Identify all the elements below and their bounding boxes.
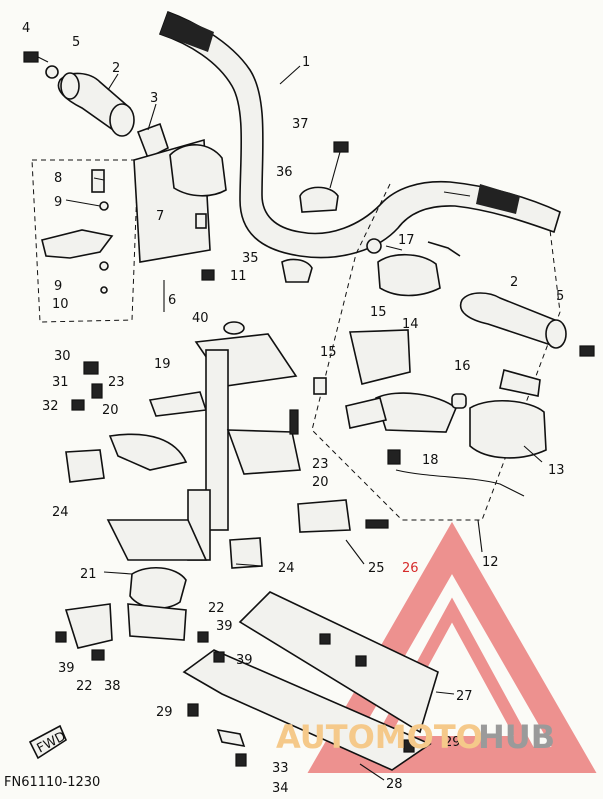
bolt-4 (23, 51, 49, 63)
part-number: 33 (272, 761, 289, 776)
part-number: 20 (312, 475, 329, 490)
part-number: 25 (368, 561, 385, 576)
forward-direction-badge: FWD (28, 724, 68, 760)
upper-clamp-36 (299, 186, 339, 213)
part-number: 39 (216, 619, 233, 634)
part-number: 7 (156, 209, 164, 224)
part-number: 29 (444, 735, 461, 750)
left-grip (57, 72, 135, 137)
clamp-24-right (229, 537, 263, 569)
part-number: 2 (112, 61, 120, 76)
watermark-part1: AUTOMOTO (276, 718, 483, 756)
part-number: 22 (208, 601, 225, 616)
part-number: 30 (54, 349, 71, 364)
panel-27 (238, 591, 439, 734)
part-number: 20 (102, 403, 119, 418)
lower-clamp-35 (281, 258, 313, 283)
part-number: 26 (402, 561, 419, 576)
part-number: 1 (302, 55, 310, 70)
part-number: 6 (168, 293, 176, 308)
part-number: 9 (54, 195, 62, 210)
part-numbers: 1 2 3 4 5 6 7 8 9 9 10 11 12 13 14 15 15… (22, 21, 565, 796)
part-number: 15 (370, 305, 387, 320)
part-number: 31 (52, 375, 69, 390)
part-number: 37 (292, 117, 309, 132)
part-number: 18 (422, 453, 439, 468)
part-number: 27 (456, 689, 473, 704)
part-number: 14 (402, 317, 419, 332)
part-number: 23 (312, 457, 329, 472)
bracket-22-right (127, 603, 187, 641)
part-number: 8 (54, 171, 62, 186)
clamp-24-left (65, 449, 105, 483)
part-number: 34 (272, 781, 289, 796)
watermark-part2: HUB (478, 718, 555, 756)
part-number: 5 (556, 289, 564, 304)
part-number: 32 (42, 399, 59, 414)
small-fasteners (55, 631, 415, 767)
part-number: 24 (52, 505, 69, 520)
part-number: 24 (278, 561, 295, 576)
grip-end-plug (136, 122, 169, 160)
part-number: 17 (398, 233, 415, 248)
part-number: 40 (192, 311, 209, 326)
throttle-housing-group (31, 138, 227, 323)
leader-lines (65, 65, 543, 781)
part-number: 13 (548, 463, 565, 478)
part-number: 3 (150, 91, 158, 106)
bracket-25 (297, 499, 351, 533)
steering-column (71, 321, 301, 561)
part-number: 35 (242, 251, 259, 266)
right-grip (459, 292, 567, 349)
panel-28 (182, 649, 432, 771)
part-number: 22 (76, 679, 93, 694)
part-number: 15 (320, 345, 337, 360)
part-number: 16 (454, 359, 471, 374)
handlebar (158, 10, 561, 259)
bolt-37 (333, 141, 349, 153)
part-number: 4 (22, 21, 30, 36)
part-number: 2 (510, 275, 518, 290)
part-number: 21 (80, 567, 97, 582)
bolt-26 (365, 519, 389, 529)
watermark-text: AUTOMOTO HUB (276, 718, 555, 756)
right-switch-group (311, 183, 561, 521)
bracket-22-left (64, 603, 113, 649)
part-number: 23 (108, 375, 125, 390)
part-number: 39 (236, 653, 253, 668)
washer-5 (45, 65, 59, 79)
part-number: 36 (276, 165, 293, 180)
part-number: 11 (230, 269, 247, 284)
part-number: 5 (72, 35, 80, 50)
part-number: 9 (54, 279, 62, 294)
part-number: 38 (104, 679, 121, 694)
part-number: 28 (386, 777, 403, 792)
figure-code: FN61110-1230 (4, 775, 100, 790)
part-number: 10 (52, 297, 69, 312)
part-number: 39 (58, 661, 75, 676)
part-number: 19 (154, 357, 171, 372)
lower-plate-21 (129, 566, 187, 609)
part-number: 29 (156, 705, 173, 720)
bolt-right-end (579, 345, 595, 357)
part-number: 12 (482, 555, 499, 570)
